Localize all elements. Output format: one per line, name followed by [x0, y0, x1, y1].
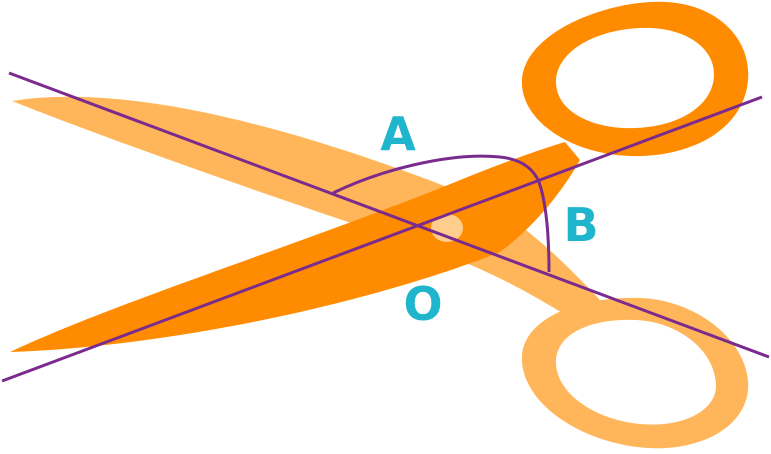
- point-label-b: B: [563, 198, 598, 252]
- point-label-a: A: [380, 107, 416, 161]
- line-through-a: [8, 71, 770, 359]
- back-handle: [521, 297, 749, 449]
- line-through-b: [1, 95, 763, 383]
- front-handle: [521, 1, 749, 157]
- scissors-icon: [10, 1, 749, 449]
- back-blade: [12, 96, 600, 318]
- angle-arc: [332, 154, 551, 273]
- point-label-o: O: [403, 277, 442, 331]
- front-blade: [10, 142, 580, 352]
